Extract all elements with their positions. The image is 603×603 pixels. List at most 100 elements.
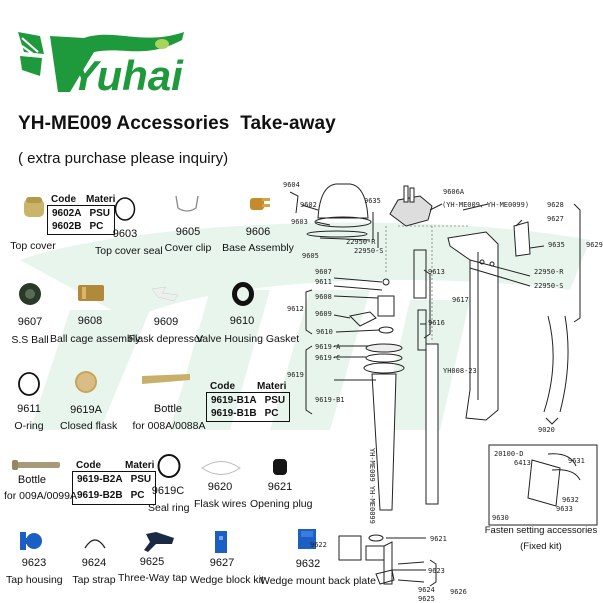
wedge-back-plate-image <box>297 528 317 555</box>
fasten-kit-frame <box>488 444 598 526</box>
table-header-code: Code <box>76 460 101 471</box>
label-6413: 6413 <box>514 459 531 467</box>
flask-depressor-image <box>150 285 180 308</box>
cover-clip-image <box>174 194 200 219</box>
diagram-flask <box>371 373 397 511</box>
brand-logo: Yuhai <box>14 26 184 99</box>
part-name: Tap housing <box>6 574 63 586</box>
label-9633: 9633 <box>556 505 573 513</box>
part-code: 9625 <box>139 556 165 568</box>
fasten-kit-caption: Fasten setting accessories <box>484 525 598 536</box>
part-code: 9605 <box>175 226 201 238</box>
label-9617: 9617 <box>452 296 469 304</box>
label-9608: 9608 <box>315 293 332 301</box>
label-9619: 9619 <box>287 371 304 379</box>
table-header-material: Materi <box>125 460 155 471</box>
label-9603: 9603 <box>291 218 308 226</box>
label-9606a: 9606A <box>443 188 465 196</box>
label-9619-a: 9619-A <box>315 343 341 351</box>
label-22950-s: 22950-S <box>354 247 384 255</box>
part-name: Top cover <box>10 240 56 252</box>
top-cover-image <box>22 195 46 219</box>
table-cell: 9619-B1A <box>211 395 257 406</box>
table-header-code: Code <box>210 381 235 392</box>
part-name: Tap strap <box>72 574 116 586</box>
part-name: Three-Way tap <box>118 572 188 584</box>
base-assembly-image <box>246 192 270 219</box>
three-way-tap-image <box>142 530 176 559</box>
label-9635: 9635 <box>364 197 381 205</box>
part-code: 9619C <box>151 485 185 497</box>
part-name: Flask depressor <box>128 333 204 345</box>
bottle-009a-image <box>10 458 62 476</box>
table-cell: PC <box>89 221 104 232</box>
light-leaf-icon <box>155 39 169 49</box>
page-title: YH-ME009 Accessories Take-away <box>18 113 336 134</box>
label-9607: 9607 <box>315 268 332 276</box>
label-9612: 9612 <box>287 305 304 313</box>
part-name: Wedge mount back plate <box>260 575 376 587</box>
label-9611: 9611 <box>315 278 332 286</box>
table-cell: PC <box>130 490 145 501</box>
part-code: 9606 <box>245 226 271 238</box>
diagram-top-cover <box>317 183 369 219</box>
part-code: 9603 <box>112 228 138 240</box>
gasket-image <box>232 282 254 311</box>
flask-imprint-text: YH-ME009 YH-ME0099 <box>368 448 376 524</box>
label-9626: 9626 <box>450 588 467 596</box>
table-cell: PSU <box>264 395 286 406</box>
o-ring-image <box>17 371 41 402</box>
fasten-kit-subcaption: (Fixed kit) <box>520 541 562 552</box>
part-code: 9623 <box>21 557 47 569</box>
part-name: Ball cage assembly <box>50 333 141 345</box>
label-9631: 9631 <box>568 457 585 465</box>
label-9619-c: 9619-C <box>315 354 341 362</box>
seal-ring-image <box>114 196 136 227</box>
part-code: 9611 <box>17 403 41 415</box>
part-code: 9607 <box>17 316 43 328</box>
part-name: Base Assembly <box>222 242 294 254</box>
part-name: Opening plug <box>250 498 313 510</box>
wedge-block-image <box>214 530 228 559</box>
part-code: Bottle <box>17 474 47 486</box>
label-9605: 9605 <box>302 252 319 260</box>
part-code: 9627 <box>209 557 235 569</box>
table-cell: PSU <box>89 208 111 219</box>
label-9622: 9622 <box>310 541 327 549</box>
part-code: 9620 <box>207 481 233 493</box>
part-name: Flask wires <box>194 498 247 510</box>
label-9632-kit: 9632 <box>562 496 579 504</box>
label-9625: 9625 <box>418 595 435 603</box>
closed-flask-image <box>74 370 98 399</box>
part-name: for 009A/0099A <box>4 490 77 502</box>
opening-plug-image <box>272 458 288 481</box>
table-cell: 9619-B2B <box>77 490 123 501</box>
part-name: Valve Housing Gasket <box>196 333 300 345</box>
label-9628: 9628 <box>547 201 564 209</box>
seal-ring-9619c-image <box>156 453 182 484</box>
label-9604: 9604 <box>283 181 300 189</box>
part-code: 9619A <box>70 404 102 416</box>
label-22950-s-bracket: 22950-S <box>534 282 564 290</box>
ss-ball-image <box>18 282 42 311</box>
part-code: 9610 <box>229 315 255 327</box>
label-9623: 9623 <box>428 567 445 575</box>
leaf-icon <box>18 32 44 76</box>
label-9627: 9627 <box>547 215 564 223</box>
part-name: Closed flask <box>60 420 118 432</box>
label-9629: 9629 <box>586 241 603 249</box>
part-name: Top cover seal <box>95 245 163 257</box>
part-code: 9609 <box>153 316 179 328</box>
flask-wires-image <box>200 459 242 482</box>
part-name: for 008A/0088A <box>132 420 206 432</box>
part-code: 9624 <box>81 557 107 569</box>
label-9606a-note: (YH-ME009、YH-ME0099) <box>442 201 530 209</box>
table-cell: PC <box>264 408 279 419</box>
part-code: Bottle <box>153 403 183 415</box>
label-9630: 9630 <box>492 514 509 522</box>
label-9616: 9616 <box>428 319 445 327</box>
table-header-material: Materi <box>257 381 287 392</box>
